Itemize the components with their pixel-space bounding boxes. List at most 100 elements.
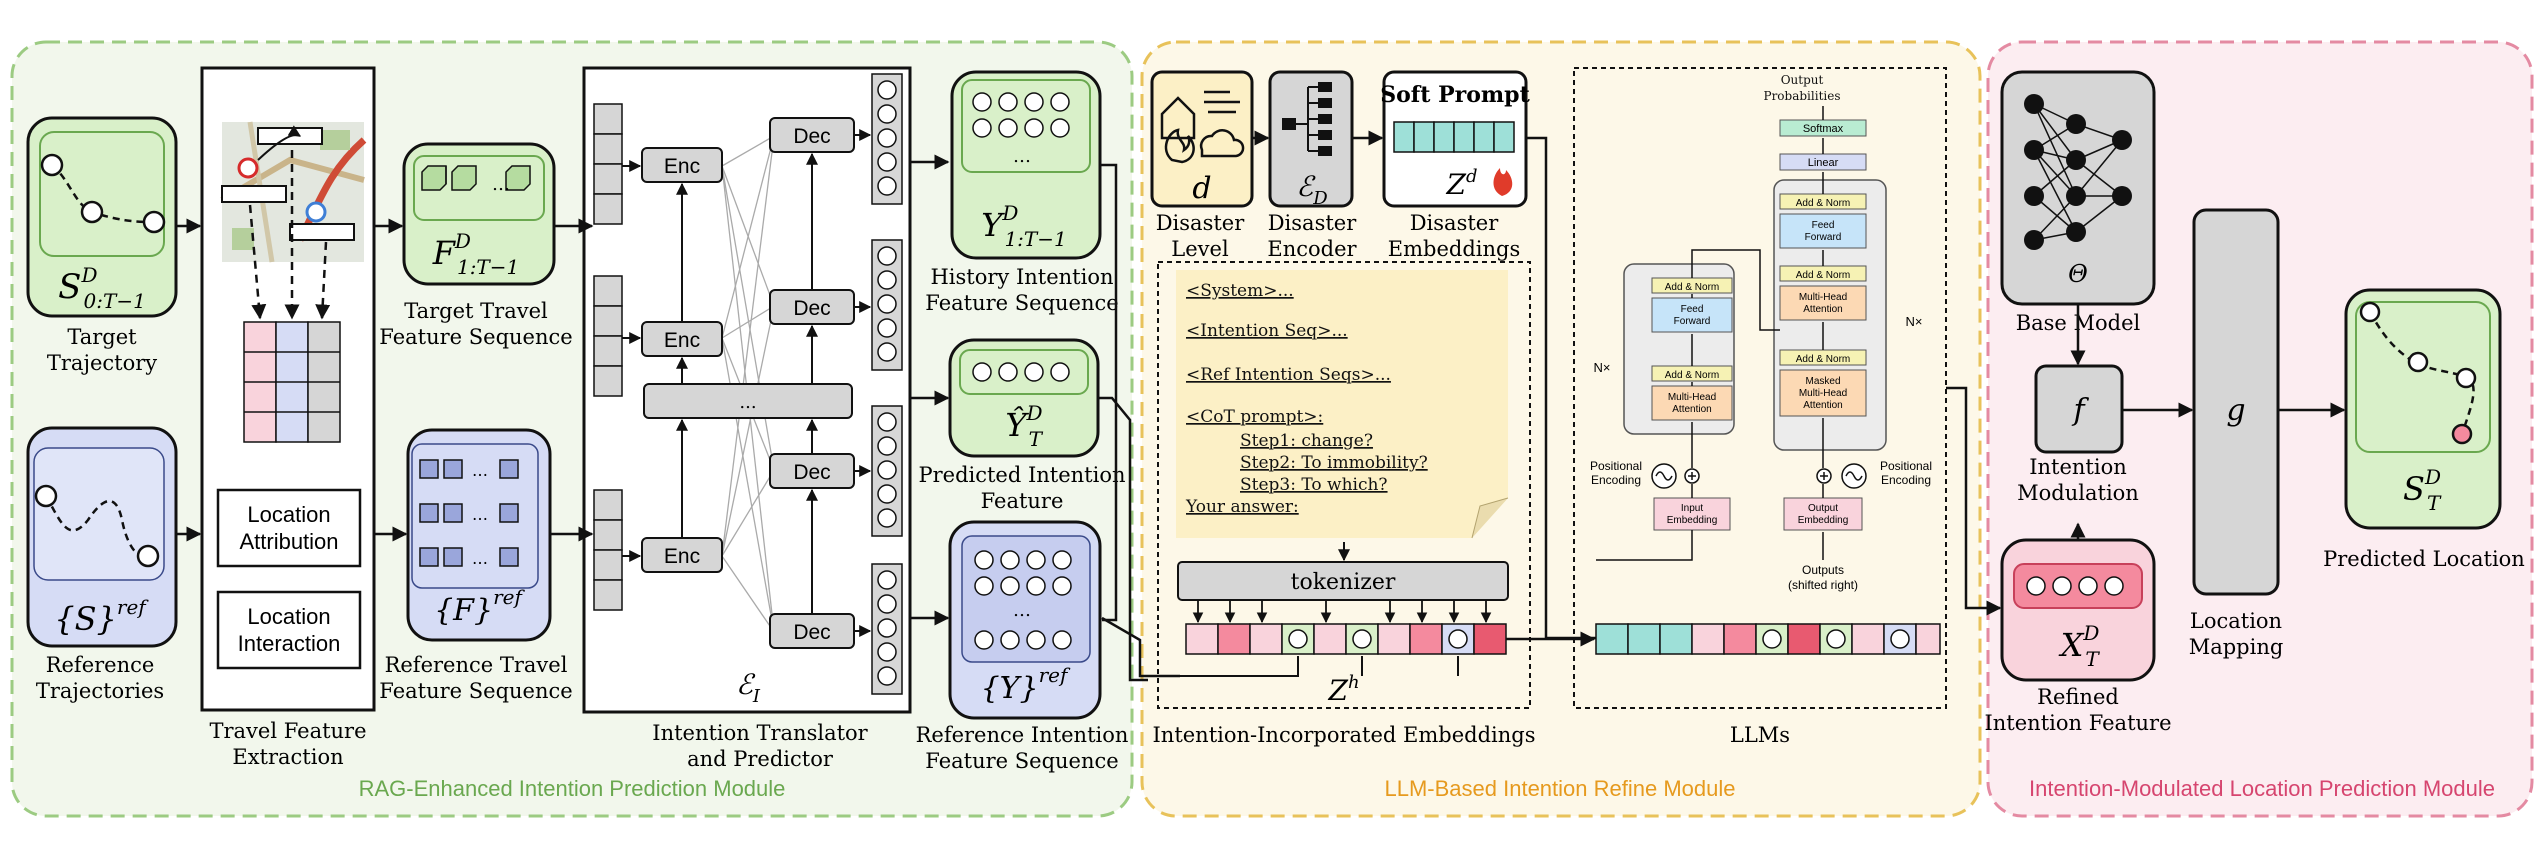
svg-text:Linear: Linear [1808,157,1839,169]
svg-text:…: … [492,174,510,195]
svg-text:Step1: change?: Step1: change? [1240,431,1373,451]
svg-text:Probabilities: Probabilities [1764,89,1841,103]
svg-text:{S}ref: {S}ref [54,595,149,638]
svg-text:ℰD: ℰD [1296,170,1328,209]
svg-text:Zh: Zh [1327,672,1359,707]
svg-text:…: … [1013,600,1031,621]
svg-text:Θ: Θ [2068,260,2088,288]
intention-translator: Enc Enc Enc Dec Dec Dec Dec ... [582,66,912,771]
svg-text:Dec: Dec [793,621,830,644]
base-model: Θ Base Model [2000,70,2156,335]
svg-text:…: … [472,461,488,480]
svg-text:Dec: Dec [793,461,830,484]
svg-text:Your answer:: Your answer: [1185,497,1299,517]
intention-incorporated-embeddings: <System>... <Intention Seq>... <Ref Inte… [1150,261,1536,747]
svg-text:Step3: To which?: Step3: To which? [1240,475,1388,495]
location-attribution-box [216,488,362,568]
svg-text:{F}ref: {F}ref [434,585,525,628]
svg-text:...: ... [739,392,756,413]
svg-text:Zd: Zd [1446,166,1478,201]
svg-text:g: g [2226,393,2245,428]
tokenizer-box [1177,561,1509,601]
module-loc-label: Intention-Modulated Location Prediction … [2029,776,2495,801]
module-llm-label: LLM-Based Intention Refine Module [1385,776,1736,801]
svg-text:Softmax: Softmax [1803,123,1844,135]
svg-text:Enc: Enc [664,155,700,178]
svg-text:Enc: Enc [664,329,700,352]
svg-text:Add & Norm: Add & Norm [1796,354,1850,365]
svg-text:ŶDT: ŶDT [1005,401,1043,451]
svg-text:Dec: Dec [793,297,830,320]
svg-text:SD0:T−1: SD0:T−1 [58,263,146,313]
fire-icon [1493,168,1513,196]
svg-text:Add & Norm: Add & Norm [1665,370,1719,381]
svg-text:LLMs: LLMs [1730,723,1790,747]
svg-text:tokenizer: tokenizer [1291,570,1396,595]
location-interaction-box [216,590,362,670]
svg-text:Enc: Enc [664,545,700,568]
svg-text:Output: Output [1781,73,1824,87]
svg-text:ℰI: ℰI [736,668,761,707]
module-llm: LLM-Based Intention Refine Module [1140,40,1982,818]
svg-text:YD1:T−1: YD1:T−1 [981,201,1066,251]
svg-text:…: … [472,505,488,524]
svg-text:<Ref Intention Seqs>...: <Ref Intention Seqs>... [1186,365,1391,385]
svg-text:Add & Norm: Add & Norm [1796,270,1850,281]
svg-text:Predicted Location: Predicted Location [2323,547,2525,571]
svg-text:<System>...: <System>... [1186,281,1294,301]
svg-text:Intention-Incorporated Embeddi: Intention-Incorporated Embeddings [1153,723,1536,747]
svg-text:Add & Norm: Add & Norm [1796,198,1850,209]
svg-text:<CoT prompt>:: <CoT prompt>: [1186,407,1323,427]
module-rag-label: RAG-Enhanced Intention Prediction Module [359,776,786,801]
svg-text:…: … [1013,146,1031,167]
svg-text:Step2: To immobility?: Step2: To immobility? [1240,453,1428,473]
svg-text:{Y}ref: {Y}ref [981,663,1071,706]
svg-text:Soft Prompt: Soft Prompt [1380,82,1530,108]
svg-text:…: … [472,549,488,568]
svg-text:<Intention Seq>...: <Intention Seq>... [1186,321,1348,341]
svg-text:SDT: SDT [2403,465,2442,515]
svg-text:d: d [1192,171,1211,206]
svg-text:XDT: XDT [2058,621,2101,671]
